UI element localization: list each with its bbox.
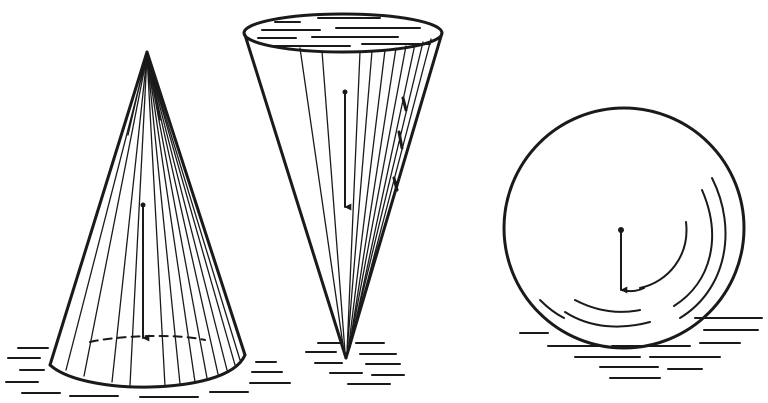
sphere [504,108,762,378]
cone-base-ellipse-front [50,355,245,387]
sphere-shading-arcs [540,178,726,327]
cone-apex-ground [306,343,404,384]
cone-base-left-side [50,52,147,365]
cone-apex-center-of-mass [343,90,348,95]
cone-base-ground [6,348,290,397]
cone-on-base [6,52,290,397]
sphere-center-of-mass [618,227,624,233]
cone-apex-left-side [245,35,346,358]
cone-apex-top-hatching [258,18,430,46]
cone-base-center-of-mass [141,203,146,208]
cone-on-apex [244,14,442,384]
cone-apex-shading [300,39,431,352]
